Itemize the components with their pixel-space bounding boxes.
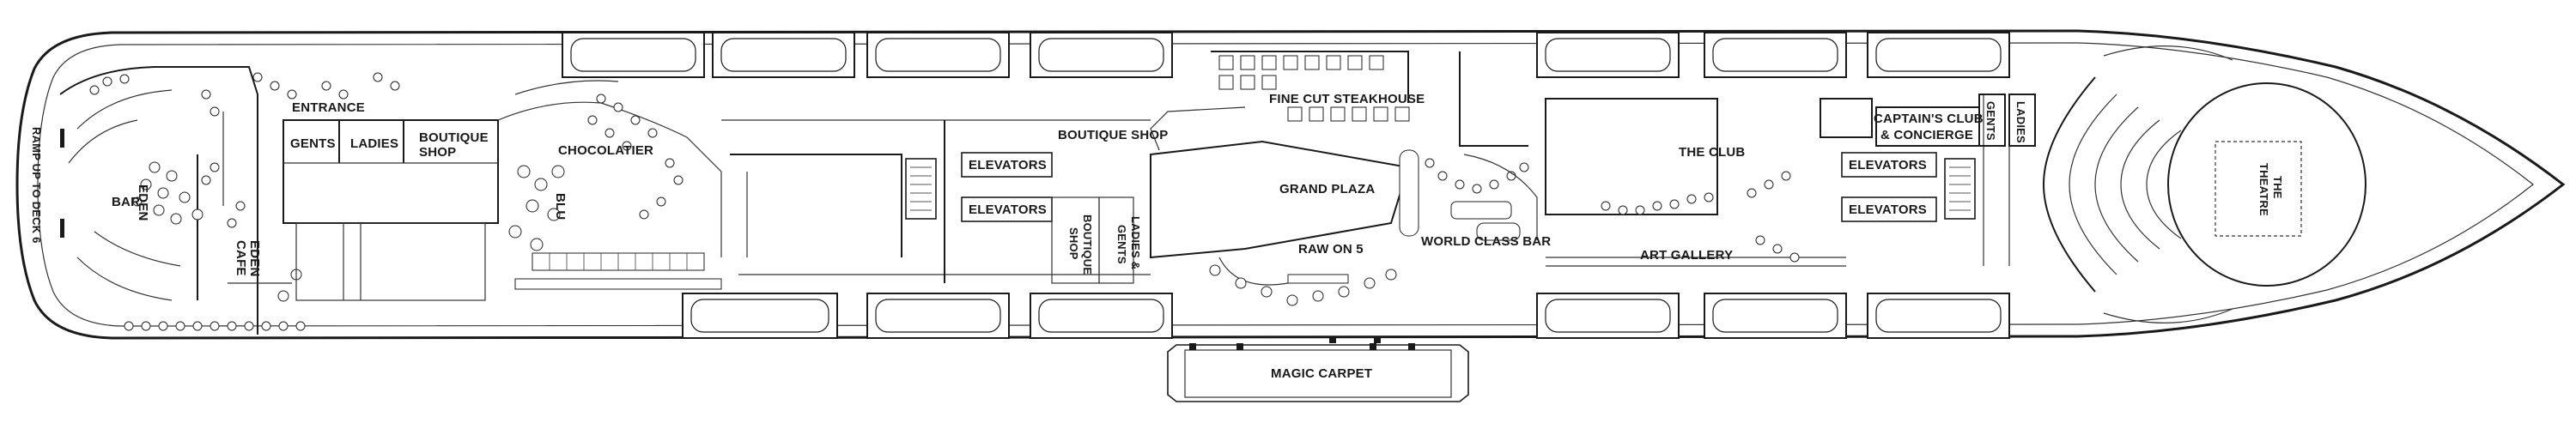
- hull-inner-line: [37, 42, 2534, 327]
- entrance-block: [283, 119, 499, 301]
- mid-corridor: [721, 119, 1151, 283]
- eden-cafe-label-1: EDEN: [247, 240, 262, 276]
- ramp-label: RAMP UP TO DECK 6: [30, 127, 43, 244]
- chocolatier-area: [497, 80, 722, 290]
- captains-club-label-1: CAPTAIN'S CLUB: [1874, 112, 1984, 126]
- world-class-bar-area: [1329, 51, 1538, 343]
- eden-bar-label-1: EDEN: [136, 184, 150, 221]
- elevators-fwd-label-2: ELEVATORS: [1849, 202, 1927, 217]
- boutique-shop-aft-label-1: BOUTIQUE: [419, 130, 489, 145]
- fine-cut-steakhouse-label: FINE CUT STEAKHOUSE: [1269, 92, 1425, 106]
- ladies-gents-label-1: LADIES &: [1129, 216, 1142, 269]
- eden-area: [59, 66, 400, 335]
- captains-club-block: [1875, 94, 2036, 147]
- eden-bar-label-2: BAR: [112, 195, 140, 209]
- boutique-shop-mid-label: BOUTIQUE SHOP: [1058, 128, 1168, 142]
- boutique-shop-small-label-2: SHOP: [1067, 227, 1080, 260]
- boutique-shop-aft-label-2: SHOP: [419, 145, 456, 160]
- world-class-bar-label: WORLD CLASS BAR: [1421, 234, 1551, 249]
- the-club-area: [1545, 98, 1873, 267]
- ladies-gents-label-2: GENTS: [1115, 225, 1128, 264]
- elevators-fwd-label-1: ELEVATORS: [1849, 158, 1927, 172]
- ladies-aft-label: LADIES: [350, 136, 398, 151]
- gents-aft-label: GENTS: [290, 136, 336, 151]
- elevators-aft-label-1: ELEVATORS: [969, 158, 1047, 172]
- gents-fwd-label: GENTS: [1984, 101, 1997, 141]
- captains-club-label-2: & CONCIERGE: [1880, 128, 1973, 142]
- elevator-bank-fwd: [1841, 94, 2010, 266]
- theatre-label-2: THEATRE: [2257, 163, 2270, 216]
- elevator-bank-aft: [905, 152, 1134, 284]
- steakhouse-area: [1211, 51, 1410, 122]
- lifeboats-port: [562, 32, 2010, 78]
- boutique-shop-small-label-1: BOUTIQUE: [1081, 214, 1094, 275]
- the-club-label: THE CLUB: [1679, 145, 1745, 160]
- theatre: [2042, 45, 2366, 323]
- raw-on-5-label: RAW ON 5: [1298, 242, 1364, 257]
- ladies-fwd-label: LADIES: [2014, 101, 2027, 143]
- blu-label: BLU: [553, 193, 568, 220]
- magic-carpet: [1167, 343, 1469, 402]
- lifeboats-starboard: [682, 293, 2010, 339]
- grand-plaza-label: GRAND PLAZA: [1279, 182, 1375, 196]
- magic-carpet-label: MAGIC CARPET: [1271, 366, 1372, 381]
- art-gallery-label: ART GALLERY: [1640, 248, 1733, 263]
- elevators-aft-label-2: ELEVATORS: [969, 202, 1047, 217]
- theatre-label-1: THE: [2271, 176, 2284, 199]
- chocolatier-label: CHOCOLATIER: [558, 143, 653, 158]
- eden-cafe-label-2: CAFE: [234, 240, 248, 276]
- entrance-label: ENTRANCE: [292, 100, 365, 115]
